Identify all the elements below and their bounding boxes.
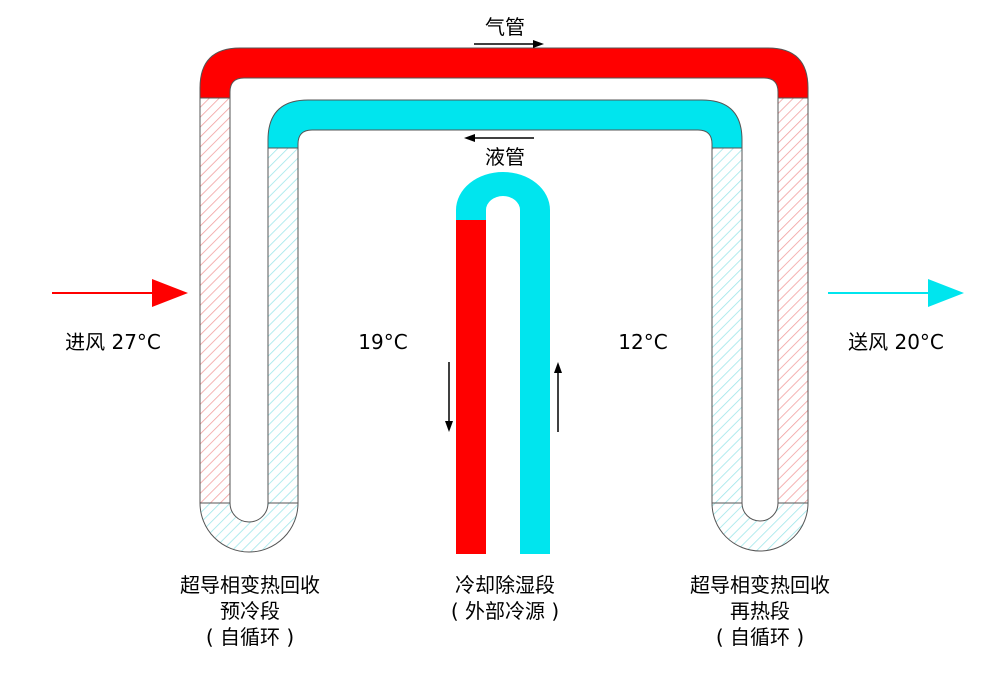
reheat-outer-leg <box>777 97 809 504</box>
liquid-pipe <box>267 99 743 149</box>
liquid-flow-arrow-icon <box>464 134 534 142</box>
reheat-u-bend <box>711 502 809 552</box>
gas-pipe <box>199 47 809 99</box>
precool-outer-leg <box>199 97 231 504</box>
mid-temp-left-label: 19°C <box>358 330 407 354</box>
cooling-downflow-leg <box>456 220 486 554</box>
precool-caption-line2: 预冷段 <box>220 599 280 623</box>
outlet-air-label: 送风 20°C <box>848 330 944 354</box>
down-flow-arrow-icon <box>445 362 453 432</box>
reheat-inner-leg <box>711 147 743 504</box>
inlet-air-arrow-icon <box>52 279 188 307</box>
precool-caption-line1: 超导相变热回收 <box>180 573 320 597</box>
liquid-pipe-label: 液管 <box>485 145 525 169</box>
cooling-upflow-leg <box>520 210 550 554</box>
precool-u-bend <box>199 502 299 553</box>
outlet-air-arrow-icon <box>828 279 964 307</box>
precool-caption-line3: ( 自循环 ) <box>206 625 294 649</box>
cooling-caption-line2: ( 外部冷源 ) <box>451 599 559 623</box>
cooling-caption-line1: 冷却除湿段 <box>455 573 555 597</box>
inlet-air-label: 进风 27°C <box>65 330 161 354</box>
up-flow-arrow-icon <box>554 362 562 432</box>
reheat-caption-line2: 再热段 <box>730 599 790 623</box>
gas-pipe-label: 气管 <box>485 15 525 39</box>
reheat-caption-line3: ( 自循环 ) <box>716 625 804 649</box>
gas-flow-arrow-icon <box>474 40 544 48</box>
mid-temp-right-label: 12°C <box>618 330 667 354</box>
precool-inner-leg <box>267 147 299 504</box>
reheat-caption-line1: 超导相变热回收 <box>690 573 830 597</box>
cooling-u-top <box>456 172 550 220</box>
